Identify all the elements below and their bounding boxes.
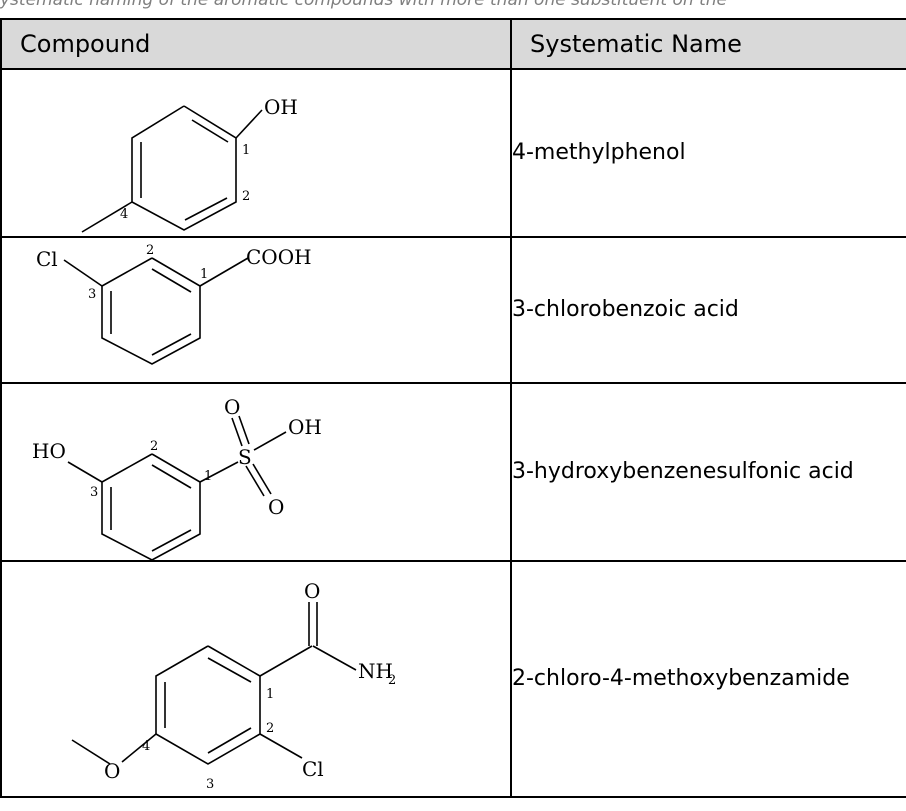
name-cell: 3-chlorobenzoic acid (510, 236, 906, 384)
locant-1: 1 (242, 143, 250, 158)
structure-3-hydroxybenzenesulfonic-acid: HO S O O OH 1 2 3 (32, 395, 322, 560)
header-systematic-name: Systematic Name (510, 18, 906, 70)
structure-cell: HO S O O OH 1 2 3 (0, 382, 512, 562)
structure-4-methylphenol: OH 1 2 3 4 (81, 95, 298, 233)
table-caption: ystematic naming of the aromatic compoun… (0, 0, 727, 10)
label-o-top: O (224, 395, 240, 419)
locant-3: 3 (90, 485, 98, 500)
label-o-ether: O (104, 759, 120, 783)
table-header-row: Compound Systematic Name (0, 18, 906, 70)
structure-3-chlorobenzoic-acid: Cl COOH 1 2 3 (36, 243, 312, 365)
name-cell: 2-chloro-4-methoxybenzamide (510, 560, 906, 798)
name-cell: 3-hydroxybenzenesulfonic acid (510, 382, 906, 562)
locant-1: 1 (204, 469, 212, 484)
locant-2: 2 (242, 189, 250, 204)
locant-4: 4 (142, 739, 150, 754)
locant-2: 2 (266, 721, 274, 736)
structure-cell: O NH 2 O Cl 1 2 3 4 (0, 560, 512, 798)
table-row: Cl COOH 1 2 3 3-chlorobenzoic acid (0, 236, 906, 384)
table-row: O NH 2 O Cl 1 2 3 4 2-chloro-4-methoxybe… (0, 560, 906, 798)
table-row: OH 1 2 3 4 4-methylphenol (0, 68, 906, 238)
structure-cell: Cl COOH 1 2 3 (0, 236, 512, 384)
table-row: HO S O O OH 1 2 3 3-hydroxybenzenesulfon… (0, 382, 906, 562)
header-compound: Compound (0, 18, 512, 70)
label-o-bottom: O (268, 495, 284, 519)
structure-2-chloro-4-methoxybenzamide: O NH 2 O Cl 1 2 3 4 (71, 579, 396, 792)
locant-3: 3 (88, 287, 96, 302)
label-cooh: COOH (246, 245, 312, 269)
label-cl: Cl (302, 757, 324, 781)
label-ho: HO (32, 439, 66, 463)
label-cl: Cl (36, 247, 58, 271)
locant-1: 1 (266, 687, 274, 702)
locant-1: 1 (200, 267, 208, 282)
locant-2: 2 (146, 243, 154, 258)
locant-4: 4 (120, 207, 128, 222)
naming-table: Compound Systematic Name OH 1 2 3 4 (0, 18, 906, 798)
label-s: S (238, 445, 252, 469)
label-nh: NH (358, 659, 393, 683)
label-o-carbonyl: O (304, 579, 320, 603)
locant-3: 3 (206, 777, 214, 792)
name-cell: 4-methylphenol (510, 68, 906, 238)
structure-cell: OH 1 2 3 4 (0, 68, 512, 238)
label-oh: OH (264, 95, 298, 119)
label-oh: OH (288, 415, 322, 439)
locant-2: 2 (150, 439, 158, 454)
label-nh-subscript: 2 (388, 673, 396, 688)
